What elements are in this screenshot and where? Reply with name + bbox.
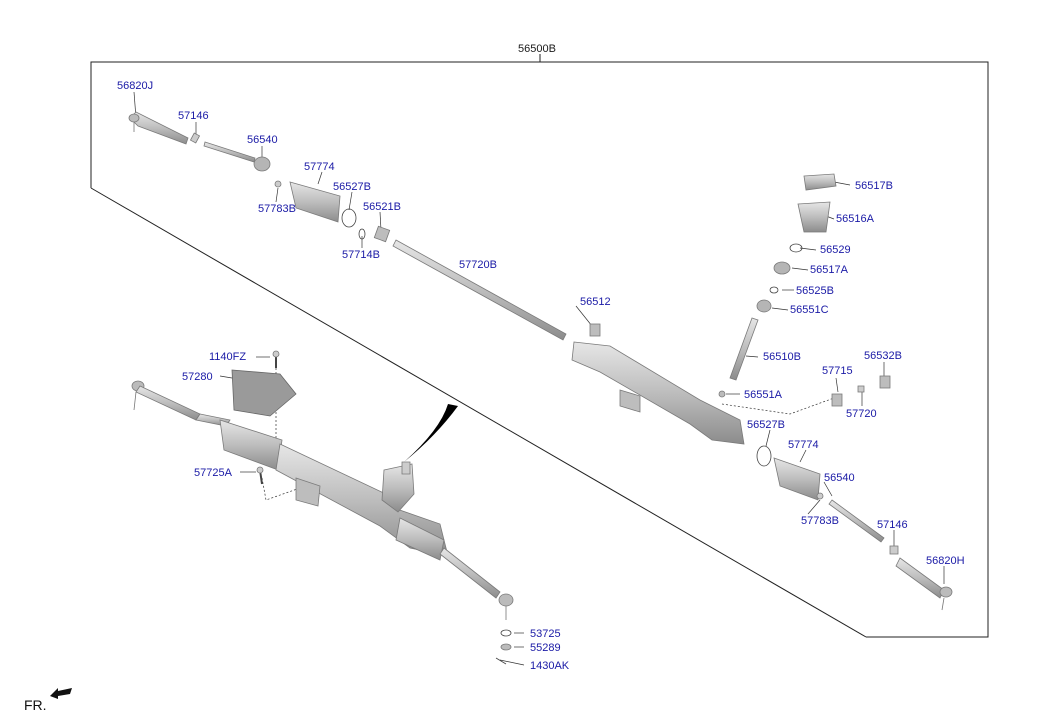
- front-arrow-icon: [50, 688, 72, 699]
- part-label-56517B[interactable]: 56517B: [855, 180, 893, 192]
- part-label-56521B[interactable]: 56521B: [363, 201, 401, 213]
- part-label-57720B[interactable]: 57720B: [459, 259, 497, 271]
- exploded-parts: [128, 111, 953, 611]
- heat-shield: [231, 369, 297, 417]
- part-label-57280[interactable]: 57280: [182, 371, 213, 383]
- part-label-57715[interactable]: 57715: [822, 365, 853, 377]
- pinion-shaft: [729, 317, 759, 381]
- part-label-57714B[interactable]: 57714B: [342, 249, 380, 261]
- part-label-1430AK[interactable]: 1430AK: [530, 660, 570, 672]
- front-direction-label: FR.: [24, 697, 47, 713]
- part-label-56527B-left[interactable]: 56527B: [333, 181, 371, 193]
- part-label-55289[interactable]: 55289: [530, 642, 561, 654]
- part-label-56540-right[interactable]: 56540: [824, 472, 855, 484]
- part-label-56512[interactable]: 56512: [580, 296, 611, 308]
- part-label-56820H[interactable]: 56820H: [926, 555, 965, 567]
- part-label-57774-right[interactable]: 57774: [788, 439, 819, 451]
- part-label-56532B[interactable]: 56532B: [864, 350, 902, 362]
- part-label-56540-left[interactable]: 56540: [247, 134, 278, 146]
- tie-rod-end-right: [895, 557, 945, 599]
- assembly-label[interactable]: 56500B: [518, 43, 556, 55]
- part-label-56525B[interactable]: 56525B: [796, 285, 834, 297]
- part-label-56820J[interactable]: 56820J: [117, 80, 154, 92]
- part-label-57146-left[interactable]: 57146: [178, 110, 209, 122]
- bellows-boot-right: [773, 457, 821, 501]
- part-label-56551A[interactable]: 56551A: [744, 389, 782, 401]
- part-label-57146-right[interactable]: 57146: [877, 519, 908, 531]
- detail-callout-wedge: [404, 404, 458, 462]
- part-label-56551C[interactable]: 56551C: [790, 304, 829, 316]
- part-label-57725A[interactable]: 57725A: [194, 467, 232, 479]
- part-label-56510B[interactable]: 56510B: [763, 351, 801, 363]
- assembly-frame: [90, 54, 989, 638]
- assembled-boot-left: [219, 419, 283, 471]
- steering-rack: [392, 239, 567, 341]
- part-label-57783B-left[interactable]: 57783B: [258, 203, 296, 215]
- part-label-1140FZ[interactable]: 1140FZ: [209, 351, 247, 363]
- bellows-boot-left: [289, 181, 341, 223]
- part-label-57774-left[interactable]: 57774: [304, 161, 335, 173]
- assembled-rack: [131, 350, 514, 665]
- part-label-56527B-right[interactable]: 56527B: [747, 419, 785, 431]
- pinion-housing: [797, 201, 831, 233]
- tie-rod-end-left: [129, 111, 189, 145]
- rack-housing-exploded: [571, 341, 745, 445]
- part-label-53725[interactable]: 53725: [530, 628, 561, 640]
- part-label-56516A[interactable]: 56516A: [836, 213, 874, 225]
- part-label-57720[interactable]: 57720: [846, 408, 877, 420]
- part-label-57783B-right[interactable]: 57783B: [801, 515, 839, 527]
- pinion-cover: [803, 173, 837, 191]
- part-label-56517A[interactable]: 56517A: [810, 264, 848, 276]
- assembled-boot-right: [395, 517, 445, 561]
- inner-tie-rod-right: [828, 499, 885, 543]
- part-label-56529[interactable]: 56529: [820, 244, 851, 256]
- leader-lines: [133, 91, 945, 666]
